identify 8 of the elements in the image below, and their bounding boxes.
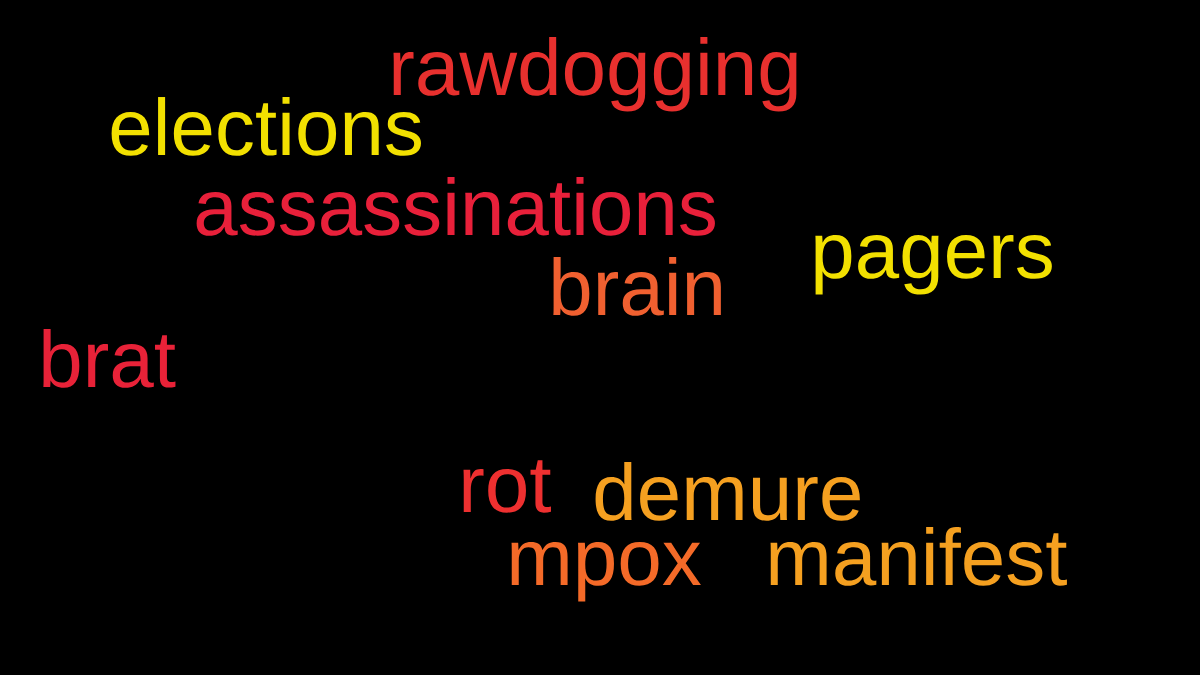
word-label: brat [43,329,176,388]
word-label: brain [553,257,721,316]
word-label: assassinations [196,177,715,236]
word-label: manifest [770,527,1067,586]
word-label: pagers [815,234,1052,295]
word-label: rot [463,460,551,513]
word-label: mpox [511,541,701,602]
word-label: demure [595,462,860,521]
